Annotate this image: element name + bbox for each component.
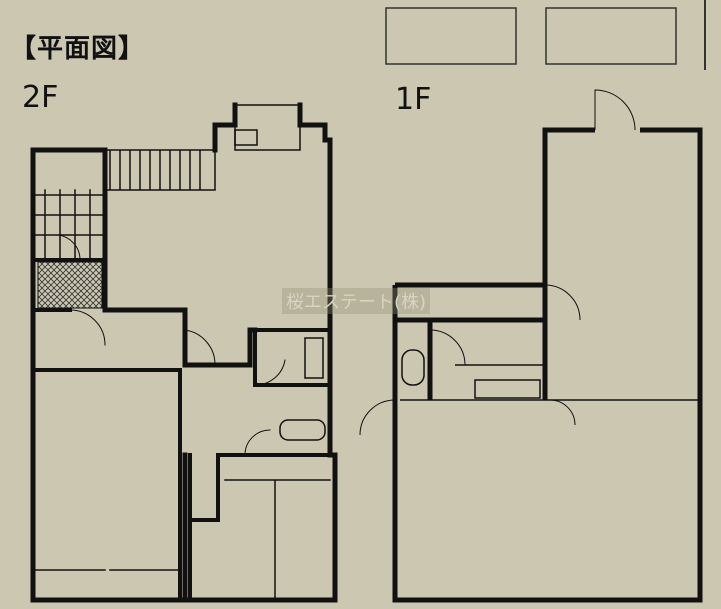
legend-boxes [385,7,677,65]
legend-box [545,7,677,65]
plan-title: 【平面図】 [10,34,146,64]
legend-box [385,7,517,65]
floor-1f-plan [359,89,703,603]
floor-label-2f: 2F [22,80,59,115]
floor-label-1f: 1F [395,82,432,117]
watermark: 桜エステート(株) [282,288,431,314]
floor-2f-plan [30,102,338,603]
